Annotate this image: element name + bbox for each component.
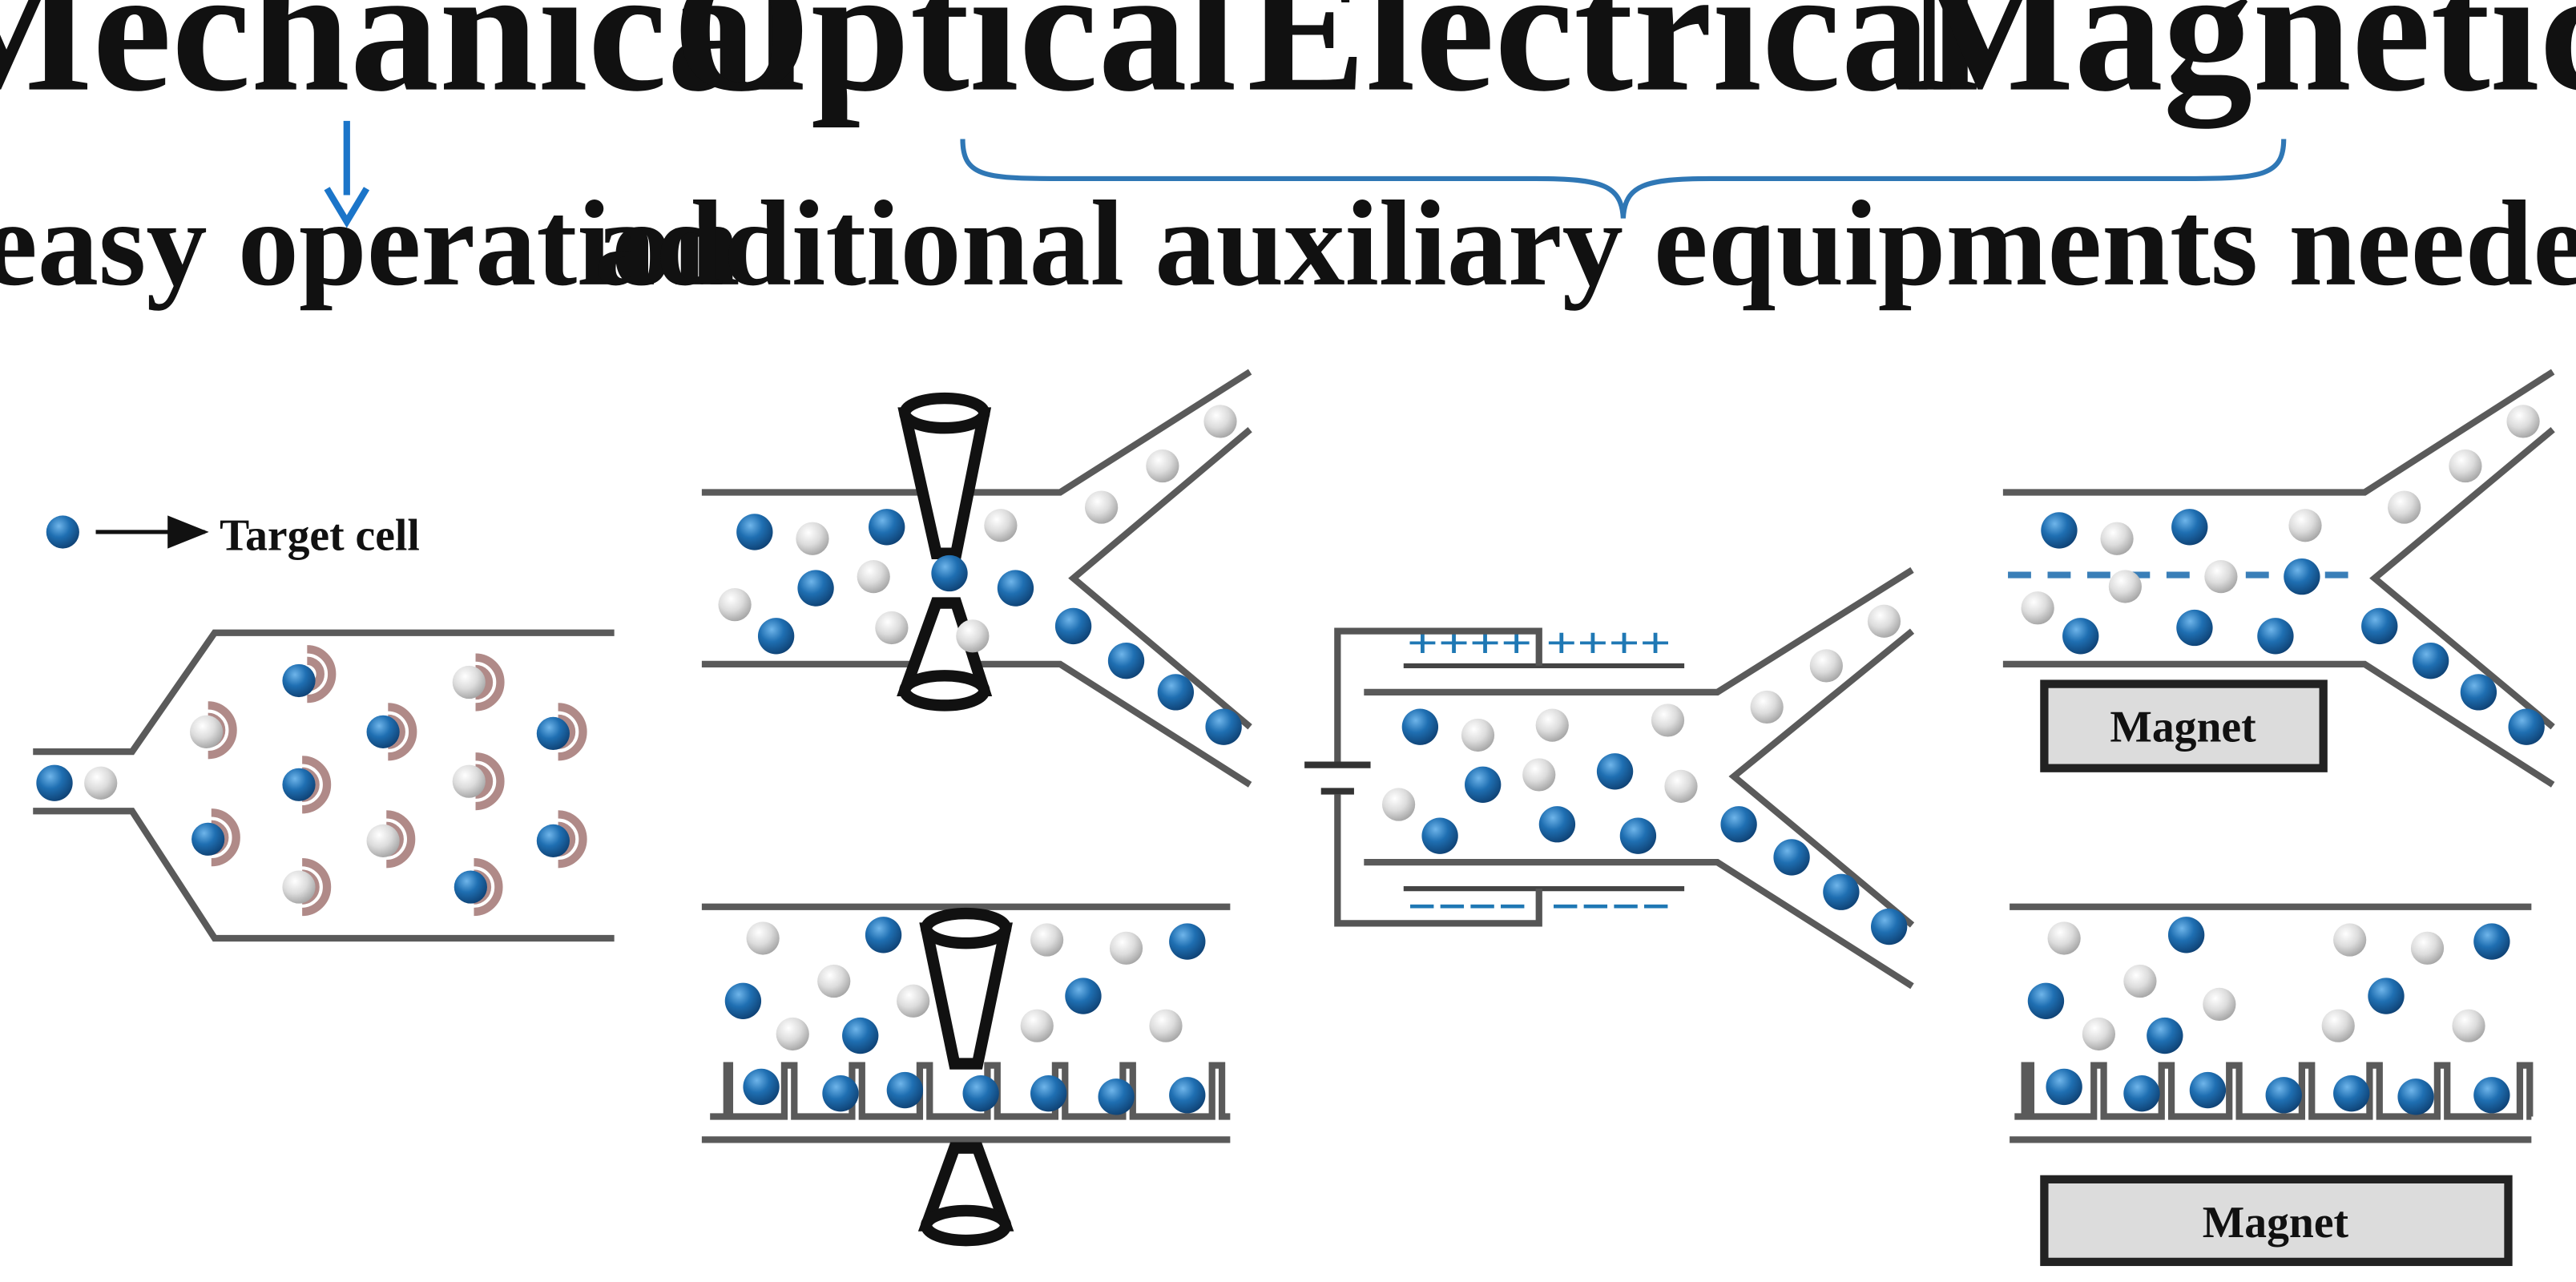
- legend: Target cell: [46, 511, 420, 561]
- laser-beam-icon: [897, 392, 993, 712]
- optical-sorter-bottom: [701, 903, 1231, 1247]
- magnetic-sorter-top: Magnet: [2002, 369, 2555, 788]
- mechanical-note: easy operation: [0, 175, 740, 311]
- electrical-cells: [1381, 604, 1908, 945]
- magnetic-bottom-cells: [2027, 917, 2510, 1115]
- heading-optical: Optical: [672, 0, 1237, 129]
- heading-magnetic: Magnetic: [1905, 0, 2576, 129]
- circuit: [1304, 627, 1542, 927]
- arrow-down-icon: [324, 120, 370, 228]
- magnet-block-top: Magnet: [2040, 679, 2328, 772]
- heading-mechanical: Mechanical: [0, 0, 806, 129]
- optical-bottom-cells: [724, 917, 1206, 1115]
- optical-sorter-top: [701, 369, 1252, 788]
- mechanical-cells: [36, 663, 570, 904]
- magnetic-sorter-bottom: Magnet: [2010, 903, 2534, 1267]
- legend-label: Target cell: [220, 511, 420, 561]
- heading-electrical: Electrical: [1247, 0, 1979, 129]
- magnet-block-bottom: Magnet: [2040, 1175, 2513, 1267]
- electrical-sorter: ++++ ++++ ---- ----: [1304, 566, 1915, 990]
- optical-top-cells: [718, 405, 1242, 745]
- magnet-label-top: Magnet: [2110, 703, 2256, 752]
- legend-target-cell: [46, 515, 79, 549]
- mechanical-traps: [208, 645, 587, 917]
- laser-beam-icon: [917, 907, 1014, 1247]
- battery-icon: [1304, 761, 1371, 795]
- magnetic-top-cells: [2021, 405, 2545, 745]
- auxiliary-note: additional auxiliary equipments needed: [595, 175, 2576, 311]
- mechanical-channel: [33, 629, 615, 942]
- magnetic-well-array: [2014, 1062, 2534, 1120]
- magnet-label-bottom: Magnet: [2203, 1198, 2349, 1248]
- curly-brace-icon: [960, 139, 2287, 219]
